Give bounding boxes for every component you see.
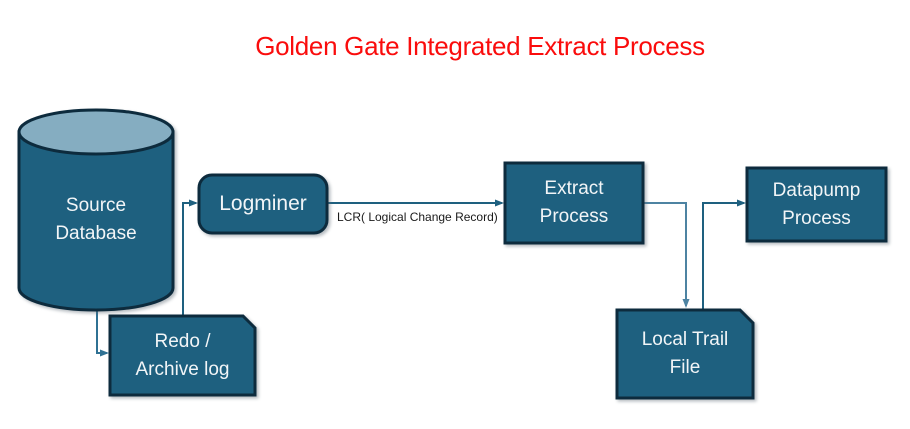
redo-archive-log-label: Redo / Archive log	[135, 330, 230, 380]
connector-localtrail-to-datapump	[702, 199, 746, 310]
datapump-process-label: Datapump Process	[772, 179, 861, 229]
datapump-process-shape	[745, 166, 888, 243]
local-trail-file-label: Local Trail File	[641, 329, 729, 378]
diagram-title: Golden Gate Integrated Extract Process	[255, 31, 705, 61]
connector-redolog-to-logminer	[182, 199, 198, 316]
connector-sourcedb-to-redolog	[96, 309, 109, 357]
logminer-label: Logminer	[219, 191, 307, 215]
logminer-shape	[197, 173, 329, 235]
redo-archive-log-shape	[108, 314, 257, 397]
diagram-shapes	[17, 108, 888, 400]
source-database-cylinder-top	[17, 108, 175, 156]
local-trail-file-shape	[615, 308, 755, 400]
connector-extract-to-localtrail	[643, 202, 690, 308]
extract-process-shape	[503, 161, 645, 245]
source-database-cylinder-body	[17, 130, 175, 312]
lcr-connector-label: LCR( Logical Change Record)	[337, 210, 498, 224]
extract-process-label: Extract Process	[539, 178, 609, 227]
source-database-label: Source Database	[55, 195, 137, 244]
